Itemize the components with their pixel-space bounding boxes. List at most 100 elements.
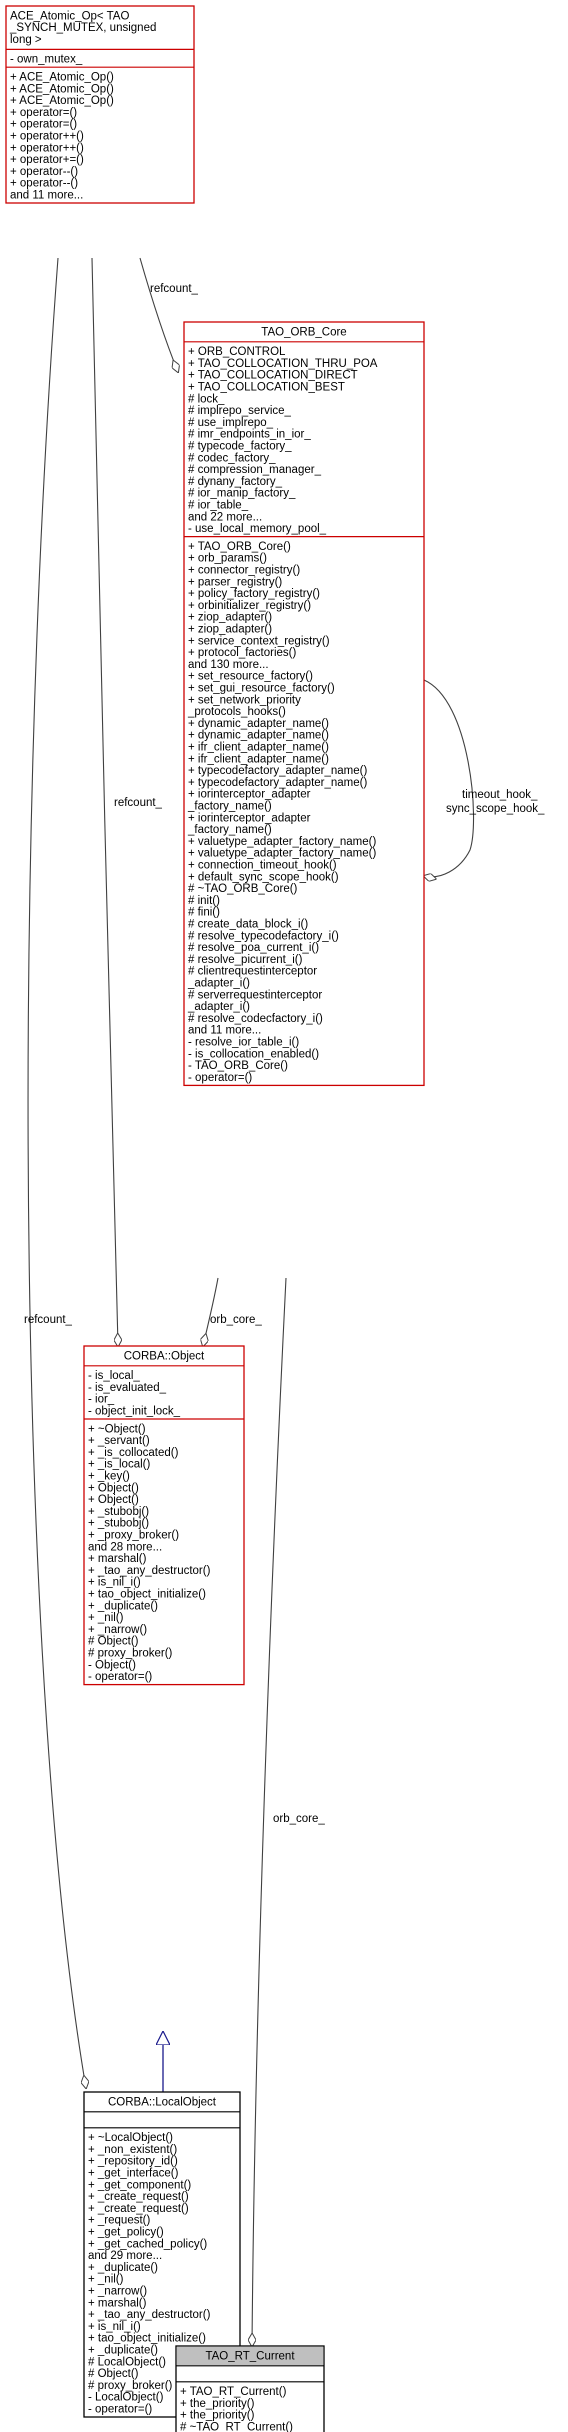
class-title-line: CORBA::Object <box>124 1350 205 1362</box>
class-method: + operator--() <box>10 178 78 190</box>
class-title-line: CORBA::LocalObject <box>108 2096 217 2108</box>
class-attribute: - use_local_memory_pool_ <box>188 523 327 535</box>
class-method: # init() <box>188 895 220 907</box>
class-method: + protocol_factories() <box>188 647 297 659</box>
class-method: + _get_interface() <box>88 2168 179 2180</box>
class-box-localobject[interactable]: CORBA::LocalObject+ ~LocalObject()+ _non… <box>83 2091 241 2418</box>
class-attribute: # ior_table_ <box>188 500 249 512</box>
class-method: + default_sync_scope_hook() <box>188 871 339 883</box>
class-method: + is_nil_i() <box>88 2321 141 2333</box>
class-method: + set_resource_factory() <box>188 671 313 683</box>
class-method: and 130 more... <box>188 659 269 671</box>
class-method: # Object() <box>88 1636 139 1648</box>
class-method: + dynamic_adapter_name() <box>188 730 329 742</box>
class-method: _protocols_hooks() <box>187 706 286 718</box>
class-attribute: # implrepo_service_ <box>188 405 292 417</box>
class-method: + iorinterceptor_adapter <box>188 812 311 824</box>
class-method: + ifr_client_adapter_name() <box>188 742 329 754</box>
class-method: + TAO_RT_Current() <box>180 2386 287 2398</box>
class-method: + tao_object_initialize() <box>88 2333 206 2345</box>
class-method: + the_priority() <box>180 2398 255 2410</box>
class-method: - TAO_ORB_Core() <box>188 1060 288 1072</box>
class-method: + _get_cached_policy() <box>88 2238 207 2250</box>
class-method: + orb_params() <box>188 553 267 565</box>
class-method: and 11 more... <box>10 190 83 202</box>
class-box-frame-orbcore <box>183 321 425 1087</box>
class-box-rtcurrent[interactable]: TAO_RT_Current+ TAO_RT_Current()+ the_pr… <box>175 2345 325 2432</box>
class-method: and 29 more... <box>88 2250 162 2262</box>
class-method: + iorinterceptor_adapter <box>188 789 311 801</box>
class-method: and 11 more... <box>188 1025 261 1037</box>
class-method: # fini() <box>188 907 220 919</box>
class-method: + service_context_registry() <box>188 635 330 647</box>
class-method: + _duplicate() <box>88 2345 158 2357</box>
class-title-line: _SYNCH_MUTEX, unsigned <box>9 22 156 34</box>
class-method: # resolve_codecfactory_i() <box>188 1013 323 1025</box>
class-method: + _create_request() <box>88 2203 189 2215</box>
class-method: + _proxy_broker() <box>88 1530 179 1542</box>
class-method: + typecodefactory_adapter_name() <box>188 777 367 789</box>
label-sync-scope-hook: sync_scope_hook_ <box>446 803 545 815</box>
class-boxes: ACE_Atomic_Op< TAO_SYNCH_MUTEX, unsigned… <box>5 5 425 2432</box>
class-attribute: - is_local_ <box>88 1370 140 1382</box>
class-attribute: - is_evaluated_ <box>88 1382 167 1394</box>
class-title-line: ACE_Atomic_Op< TAO <box>10 10 129 22</box>
class-method: + typecodefactory_adapter_name() <box>188 765 367 777</box>
class-method: + is_nil_i() <box>88 1577 141 1589</box>
class-method: + the_priority() <box>180 2410 255 2422</box>
class-method: _factory_name() <box>187 801 272 813</box>
class-method: # ~TAO_ORB_Core() <box>188 883 298 895</box>
class-box-orbcore[interactable]: TAO_ORB_Core+ ORB_CONTROL+ TAO_COLLOCATI… <box>183 321 425 1087</box>
class-box-ace[interactable]: ACE_Atomic_Op< TAO_SYNCH_MUTEX, unsigned… <box>5 5 195 204</box>
class-method: + _is_collocated() <box>88 1447 179 1459</box>
class-method: # ~TAO_RT_Current() <box>180 2422 293 2432</box>
class-title-line: TAO_RT_Current <box>205 2350 295 2362</box>
class-method: - resolve_ior_table_i() <box>188 1037 299 1049</box>
class-method: and 28 more... <box>88 1541 162 1553</box>
class-method: + operator++() <box>10 142 84 154</box>
class-attribute: + ORB_CONTROL <box>188 346 286 358</box>
edge-ace-to-orbcore <box>139 257 178 372</box>
class-method: + Object() <box>88 1494 139 1506</box>
class-method: + policy_factory_registry() <box>188 588 320 600</box>
class-method: + dynamic_adapter_name() <box>188 718 329 730</box>
class-method: + _tao_any_destructor() <box>88 1565 211 1577</box>
class-title-line: TAO_ORB_Core <box>261 326 346 338</box>
class-method: + marshal() <box>88 1553 147 1565</box>
class-method: + connector_registry() <box>188 565 300 577</box>
class-method: - LocalObject() <box>88 2392 164 2404</box>
class-box-object[interactable]: CORBA::Object- is_local_- is_evaluated_-… <box>83 1345 245 1686</box>
class-method: + valuetype_adapter_factory_name() <box>188 836 376 848</box>
class-method: + marshal() <box>88 2297 147 2309</box>
edge-labels: refcount_ refcount_ refcount_ orb_core_ … <box>24 283 545 1825</box>
class-method: # resolve_poa_current_i() <box>188 942 319 954</box>
class-attribute: # ior_manip_factory_ <box>188 488 296 500</box>
class-method: - Object() <box>88 1659 136 1671</box>
label-refcount-object: refcount_ <box>114 797 163 809</box>
class-method: + ACE_Atomic_Op() <box>10 83 114 95</box>
class-method: + valuetype_adapter_factory_name() <box>188 848 376 860</box>
class-method: + ACE_Atomic_Op() <box>10 72 114 84</box>
class-method: # proxy_broker() <box>88 1648 173 1660</box>
class-method: + tao_object_initialize() <box>88 1589 206 1601</box>
class-attribute: # dynany_factory_ <box>188 476 283 488</box>
class-attribute: # use_implrepo_ <box>188 417 274 429</box>
class-method: # clientrequestinterceptor <box>188 966 317 978</box>
class-method: # Object() <box>88 2368 139 2380</box>
class-method: + ACE_Atomic_Op() <box>10 95 114 107</box>
class-method: + _stubobj() <box>88 1506 149 1518</box>
class-method: # create_data_block_i() <box>188 919 308 931</box>
class-title-highlight-rtcurrent <box>176 2346 324 2366</box>
label-timeout-hook: timeout_hook_ <box>462 789 538 801</box>
class-method: + _servant() <box>88 1435 150 1447</box>
class-method: + operator=() <box>10 119 77 131</box>
class-attribute: # lock_ <box>188 393 225 405</box>
class-method: + _tao_any_destructor() <box>88 2309 211 2321</box>
label-refcount-localobject: refcount_ <box>24 1314 73 1326</box>
class-method: _adapter_i() <box>187 1001 250 1013</box>
class-method: # serverrequestinterceptor <box>188 989 322 1001</box>
class-method: + _duplicate() <box>88 2262 158 2274</box>
class-method: + _repository_id() <box>88 2156 178 2168</box>
class-method: + operator=() <box>10 107 77 119</box>
